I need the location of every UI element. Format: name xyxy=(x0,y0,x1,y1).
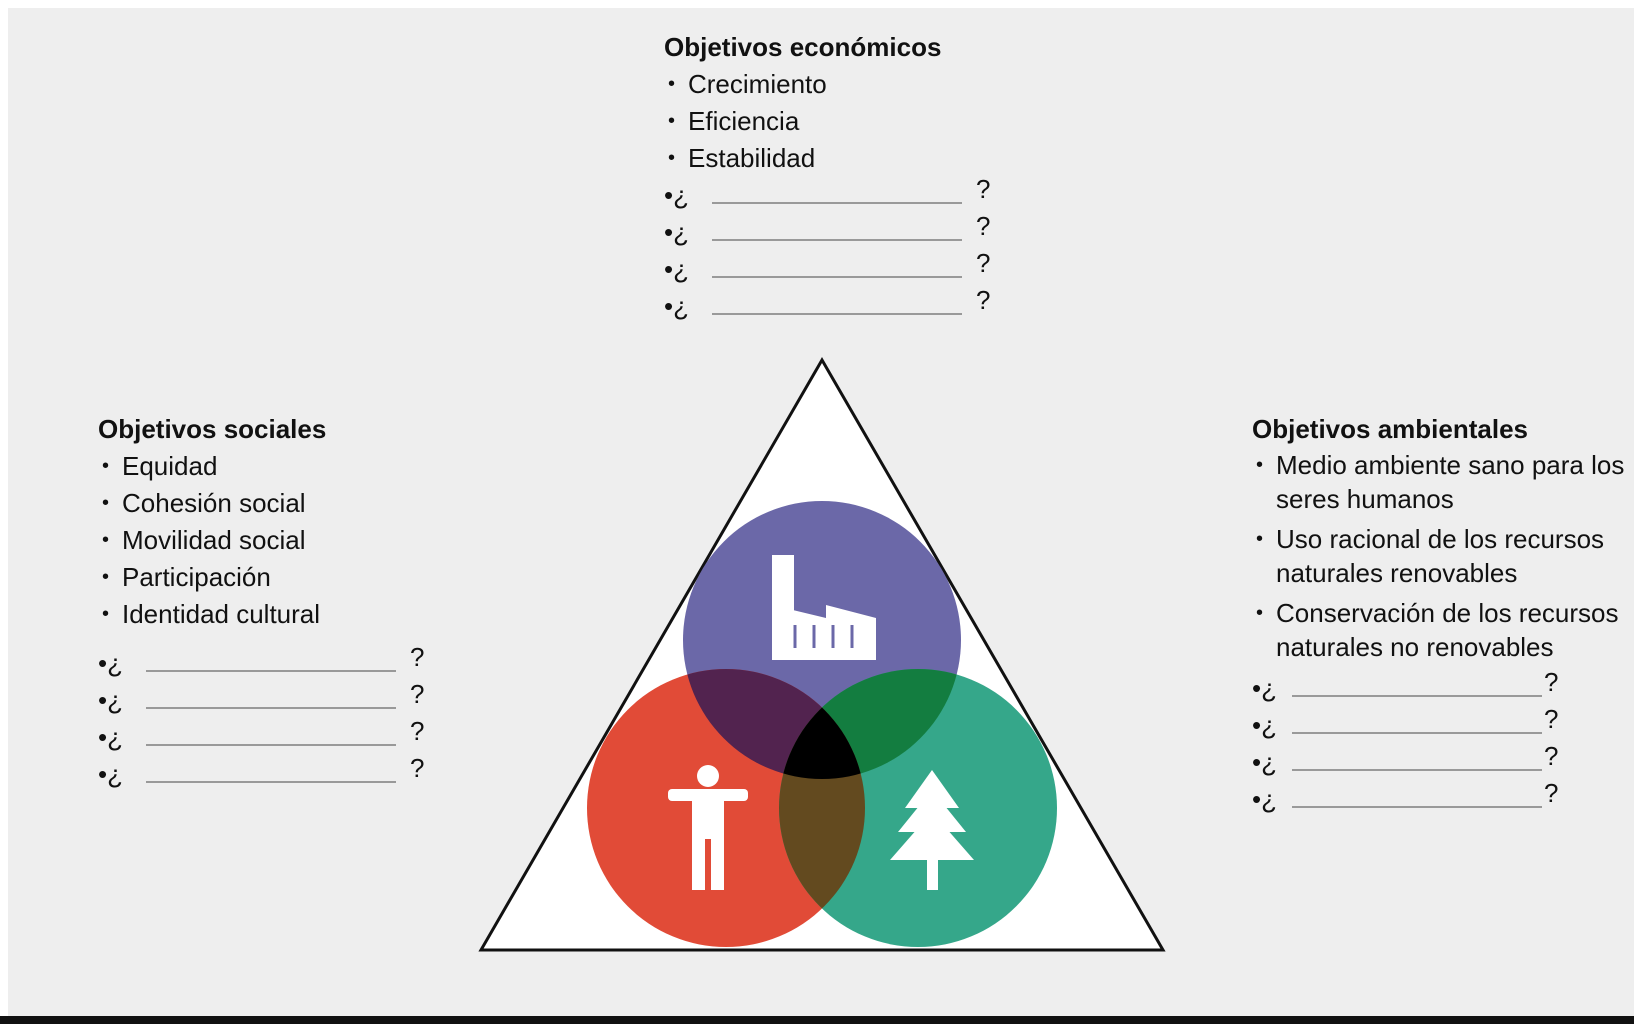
social-objectives-panel: Objetivos sociales •Equidad •Cohesión so… xyxy=(98,410,458,793)
fill-in-line xyxy=(1292,732,1542,734)
fill-in-line xyxy=(146,744,396,746)
fill-in-line xyxy=(712,202,962,204)
list-item: •Movilidad social xyxy=(102,525,306,555)
fill-in-line xyxy=(712,239,962,241)
blank-entry: •¿? xyxy=(1252,704,1559,740)
economic-blank-list: •¿? •¿? •¿? •¿? xyxy=(664,174,1024,325)
blank-entry: •¿? xyxy=(98,753,425,789)
fill-in-line xyxy=(1292,769,1542,771)
blank-entry: •¿? xyxy=(1252,778,1559,814)
blank-entry: •¿? xyxy=(1252,741,1559,777)
blank-entry: •¿? xyxy=(98,642,425,678)
economic-objectives-title: Objetivos económicos xyxy=(664,32,942,62)
blank-entry: •¿? xyxy=(664,248,991,284)
social-objectives-title: Objetivos sociales xyxy=(98,414,327,444)
fill-in-line xyxy=(1292,806,1542,808)
fill-in-line xyxy=(146,781,396,783)
environmental-objectives-title: Objetivos ambientales xyxy=(1252,414,1528,444)
blank-entry: •¿? xyxy=(664,174,991,210)
economic-objectives-list: •Crecimiento •Eficiencia •Estabilidad xyxy=(664,66,1024,177)
blank-entry: •¿? xyxy=(98,716,425,752)
fill-in-line xyxy=(712,276,962,278)
list-item: •Participación xyxy=(102,562,271,592)
environmental-blank-list: •¿? •¿? •¿? •¿? xyxy=(1252,667,1634,818)
blank-entry: •¿? xyxy=(664,211,991,247)
social-blank-list: •¿? •¿? •¿? •¿? xyxy=(98,642,458,793)
social-objectives-list: •Equidad •Cohesión social •Movilidad soc… xyxy=(98,448,458,633)
fill-in-line xyxy=(712,313,962,315)
list-item: •Equidad xyxy=(102,451,218,481)
fill-in-line xyxy=(146,670,396,672)
bottom-border xyxy=(0,1016,1634,1024)
list-item: •Conservación de los recursos naturales … xyxy=(1256,598,1619,662)
list-item: •Cohesión social xyxy=(102,488,306,518)
list-item: •Uso racional de los recursos naturales … xyxy=(1256,524,1605,588)
blank-entry: •¿? xyxy=(664,285,991,321)
economic-objectives-panel: Objetivos económicos •Crecimiento •Efici… xyxy=(664,28,1024,325)
blank-entry: •¿? xyxy=(1252,667,1559,703)
blank-entry: •¿? xyxy=(98,679,425,715)
environmental-objectives-panel: Objetivos ambientales •Medio ambiente sa… xyxy=(1252,410,1634,818)
list-item: •Crecimiento xyxy=(668,69,827,99)
list-item: •Identidad cultural xyxy=(102,599,321,629)
list-item: •Estabilidad xyxy=(668,143,816,173)
list-item: •Eficiencia xyxy=(668,106,800,136)
fill-in-line xyxy=(146,707,396,709)
fill-in-line xyxy=(1292,695,1542,697)
list-item: •Medio ambiente sano para los seres huma… xyxy=(1256,450,1625,514)
environmental-objectives-list: •Medio ambiente sano para los seres huma… xyxy=(1252,448,1634,664)
